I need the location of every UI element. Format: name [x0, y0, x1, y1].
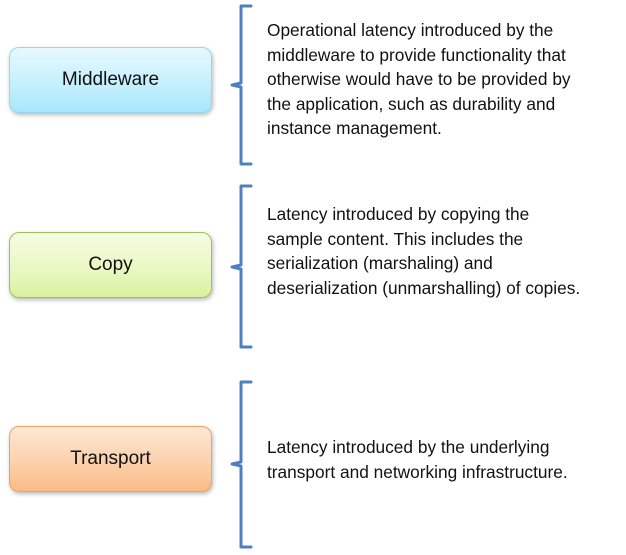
- middleware-description: Operational latency introduced by the mi…: [267, 18, 622, 141]
- copy-box: Copy: [9, 232, 212, 298]
- copy-description: Latency introduced by copying the sample…: [267, 202, 622, 300]
- middleware-box: Middleware: [9, 47, 212, 113]
- description-line: serialization (marshaling) and: [267, 253, 493, 273]
- copy-brace: [229, 184, 255, 349]
- transport-brace-shape: [230, 380, 253, 549]
- transport-brace: [229, 380, 255, 549]
- description-line: deserialization (unmarshalling) of copie…: [267, 277, 581, 298]
- copy-label: Copy: [88, 254, 133, 275]
- transport-label: Transport: [70, 448, 151, 469]
- transport-box: Transport: [9, 426, 212, 492]
- description-line: Latency introduced by copying the: [267, 204, 530, 224]
- description-line: sample content. This includes the: [267, 228, 524, 249]
- middleware-brace-shape: [230, 4, 253, 166]
- description-line: Operational latency introduced by the: [267, 20, 554, 40]
- description-line: Latency introduced by the underlying: [267, 437, 550, 457]
- description-line: the application, such as durability and: [267, 93, 556, 114]
- description-line: otherwise would have to be provided by: [267, 69, 571, 89]
- transport-description: Latency introduced by the underlying tra…: [267, 435, 622, 484]
- description-line: middleware to provide functionality that: [267, 44, 566, 65]
- copy-brace-shape: [230, 184, 253, 349]
- description-line: transport and networking infrastructure.: [267, 461, 568, 482]
- middleware-brace: [229, 4, 255, 166]
- middleware-label: Middleware: [61, 69, 160, 90]
- description-line: instance management.: [267, 118, 442, 138]
